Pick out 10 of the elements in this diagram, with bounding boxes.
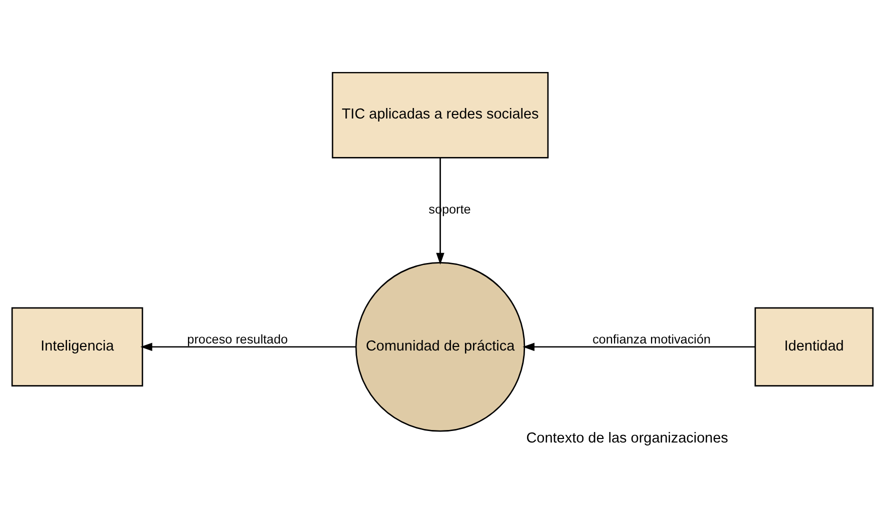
- edge-label: proceso resultado: [187, 332, 288, 346]
- node-box: TIC aplicadas a redes sociales: [332, 71, 549, 158]
- node-circle: Comunidad de práctica: [355, 261, 526, 432]
- node-box: Identidad: [754, 306, 874, 386]
- edge-label: confianza motivación: [592, 332, 711, 346]
- node-label: Contexto de las organizaciones: [526, 430, 728, 446]
- arrow: [436, 157, 444, 264]
- arrow: [140, 342, 356, 350]
- arrow: [522, 342, 756, 350]
- node-box: Inteligencia: [11, 306, 144, 386]
